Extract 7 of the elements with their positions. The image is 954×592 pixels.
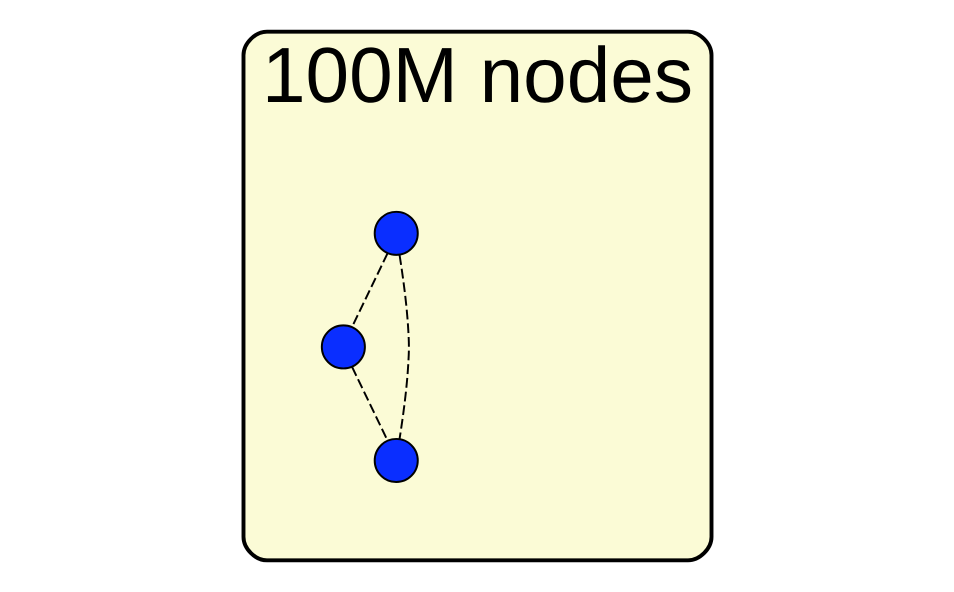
node-circle <box>373 210 418 256</box>
cluster: 100M nodes <box>241 30 713 562</box>
node-circle <box>373 438 418 483</box>
connector <box>350 366 388 440</box>
connector <box>398 255 410 439</box>
connector <box>350 252 388 327</box>
node-circle <box>320 324 366 370</box>
